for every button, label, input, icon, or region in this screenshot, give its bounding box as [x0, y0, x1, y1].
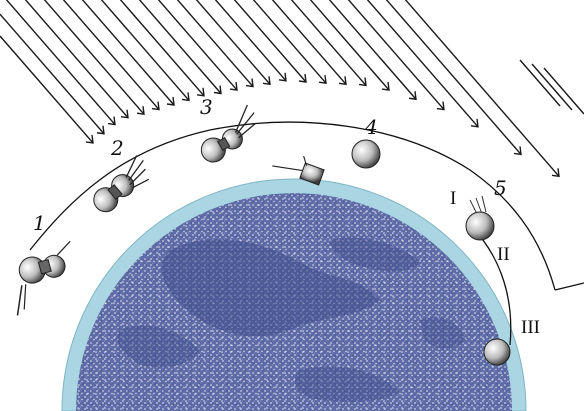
ray-arrowhead-icon	[318, 75, 327, 84]
incoming-ray-icon	[0, 35, 94, 144]
incoming-ray-icon	[347, 0, 445, 111]
incoming-ray-icon	[0, 13, 105, 135]
spacecraft-icon-stage-3	[200, 104, 257, 163]
incoming-ray-icon	[252, 0, 327, 84]
incoming-ray-icon	[195, 0, 271, 85]
incoming-ray-icon	[100, 0, 190, 101]
incoming-ray-icon	[543, 67, 584, 115]
incoming-ray-icon	[214, 0, 287, 82]
incoming-ray-icon	[290, 0, 367, 86]
incoming-ray-icon	[62, 0, 160, 111]
incoming-ray-icon	[519, 59, 561, 107]
spacecraft-icon-separated-module	[272, 155, 325, 186]
ray-arrowhead-icon	[551, 168, 560, 178]
incoming-ray-icon	[233, 0, 307, 83]
spacecraft-icon-stage-1	[16, 240, 71, 316]
stage-label-2: 2	[110, 136, 124, 160]
ray-arrowhead-icon	[358, 77, 367, 87]
ray-arrowhead-icon	[470, 118, 479, 128]
incoming-ray-icon	[5, 0, 116, 126]
incoming-ray-icon	[531, 63, 573, 111]
incoming-ray-icon	[404, 0, 560, 177]
stage-label-1: 1	[33, 211, 46, 235]
earth-globe-icon	[61, 178, 527, 411]
ray-arrowhead-icon	[166, 96, 175, 106]
incoming-ray-icon	[385, 0, 522, 155]
stage-label-4: 4	[364, 115, 378, 139]
capsule-icon-stage-5	[465, 195, 495, 241]
ray-arrowhead-icon	[408, 91, 417, 101]
incoming-ray-icon	[81, 0, 175, 106]
incoming-ray-icon	[24, 0, 129, 119]
capsule-icon-landing	[483, 338, 511, 366]
incoming-ray-icon	[138, 0, 222, 94]
stage-label-5: 5	[494, 176, 507, 200]
orbit-label-I: I	[450, 188, 456, 209]
incoming-ray-icon	[366, 0, 479, 128]
ray-arrowhead-icon	[245, 78, 254, 88]
ray-arrowhead-icon	[278, 72, 287, 82]
ray-arrowhead-icon	[96, 125, 105, 135]
ray-arrowhead-icon	[298, 73, 307, 83]
ray-arrowhead-icon	[181, 92, 190, 102]
incoming-ray-icon	[309, 0, 390, 91]
incoming-ray-icon	[119, 0, 205, 97]
ray-arrowhead-icon	[213, 85, 222, 95]
ray-arrowhead-icon	[338, 76, 347, 86]
ray-arrowhead-icon	[229, 81, 238, 91]
stage-label-3: 3	[200, 95, 213, 119]
capsule-icon-stage-4	[351, 139, 381, 169]
ray-arrowhead-icon	[107, 116, 116, 126]
ray-arrowhead-icon	[120, 109, 129, 119]
spacecraft-icon-stage-2	[93, 155, 150, 213]
ray-arrowhead-icon	[262, 76, 271, 86]
main-trajectory-arc	[29, 121, 556, 291]
orbit-label-III: III	[521, 317, 540, 338]
incoming-ray-icon	[157, 0, 238, 91]
ray-arrowhead-icon	[381, 81, 390, 91]
incoming-ray-icon	[176, 0, 254, 88]
incoming-ray-icon	[271, 0, 347, 85]
incoming-ray-field	[0, 0, 584, 178]
ray-arrowhead-icon	[85, 134, 94, 144]
orbit-label-II: II	[497, 244, 510, 265]
ray-arrowhead-icon	[196, 87, 205, 97]
incoming-ray-icon	[43, 0, 145, 115]
ray-arrowhead-icon	[513, 146, 522, 156]
ray-arrowhead-icon	[136, 106, 145, 116]
exit-line	[554, 282, 584, 291]
ray-arrowhead-icon	[151, 101, 160, 111]
ray-arrowhead-icon	[436, 101, 445, 111]
incoming-ray-icon	[328, 0, 417, 100]
